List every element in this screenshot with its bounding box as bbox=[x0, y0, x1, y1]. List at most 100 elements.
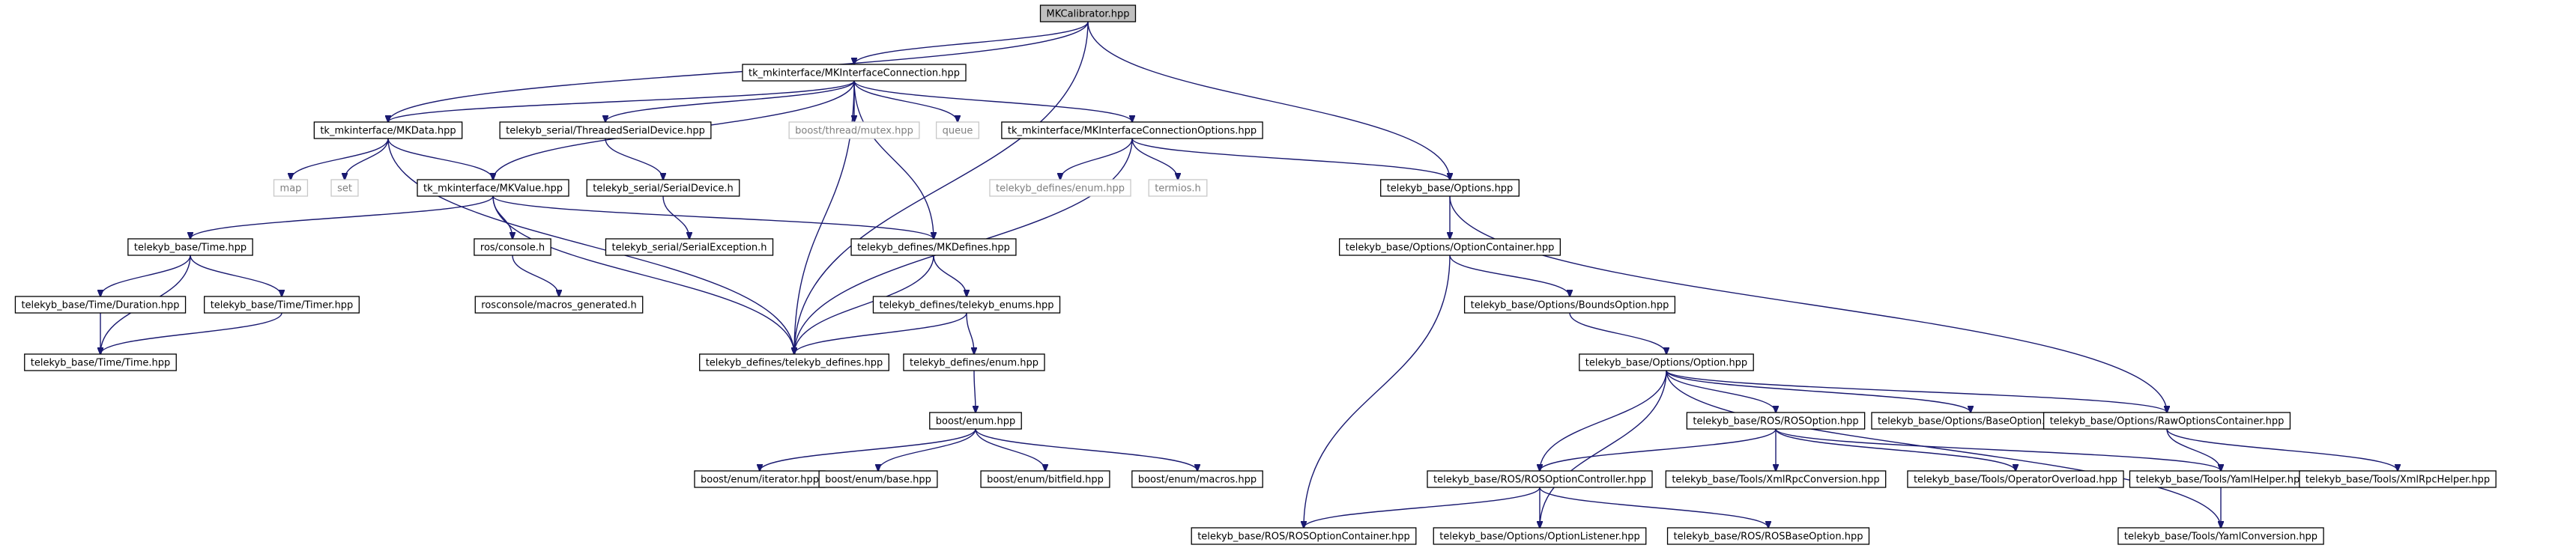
node-label: boost/enum.hpp bbox=[936, 416, 1015, 427]
node-label: telekyb_base/ROS/ROSBaseOption.hpp bbox=[1674, 532, 1863, 543]
node-telekyb-defines-enum-hpp: telekyb_defines/enum.hpp bbox=[989, 179, 1131, 197]
node-label: MKCalibrator.hpp bbox=[1047, 9, 1130, 20]
node-label: tk_mkinterface/MKValue.hpp bbox=[423, 183, 563, 195]
node-telekyb-base-ros-rosoption-hpp[interactable]: telekyb_base/ROS/ROSOption.hpp bbox=[1686, 412, 1866, 430]
node-telekyb-base-options-option-hpp[interactable]: telekyb_base/Options/Option.hpp bbox=[1579, 353, 1754, 371]
node-telekyb-defines-telekyb-defines-hpp[interactable]: telekyb_defines/telekyb_defines.hpp bbox=[699, 353, 889, 371]
node-telekyb-base-ros-rosoptioncontainer-hpp[interactable]: telekyb_base/ROS/ROSOptionContainer.hpp bbox=[1191, 527, 1417, 545]
node-box bbox=[204, 296, 360, 314]
node-label: telekyb_base/Time.hpp bbox=[134, 243, 247, 254]
node-box bbox=[989, 179, 1131, 197]
node-telekyb-base-time-duration-hpp[interactable]: telekyb_base/Time/Duration.hpp bbox=[14, 296, 187, 314]
node-box bbox=[1579, 353, 1754, 371]
node-box bbox=[1686, 412, 1866, 430]
node-boost-enum-bitfield-hpp[interactable]: boost/enum/bitfield.hpp bbox=[980, 470, 1110, 488]
edge-n9-n25 bbox=[492, 195, 794, 354]
node-label: telekyb_serial/SerialDevice.h bbox=[593, 183, 734, 195]
node-telekyb-base-options-baseoption-hpp[interactable]: telekyb_base/Options/BaseOption.hpp bbox=[1871, 412, 2070, 430]
node-box bbox=[474, 296, 644, 314]
node-label: telekyb_base/Options/Option.hpp bbox=[1585, 358, 1747, 369]
node-boost-enum-macros-hpp[interactable]: boost/enum/macros.hpp bbox=[1131, 470, 1263, 488]
edge-n2-n7 bbox=[291, 138, 389, 180]
edge-n27-n29 bbox=[1666, 370, 1776, 413]
node-label: boost/enum/macros.hpp bbox=[1138, 475, 1257, 486]
node-box bbox=[1131, 470, 1263, 488]
node-telekyb-base-time-hpp[interactable]: telekyb_base/Time.hpp bbox=[127, 238, 253, 256]
node-box bbox=[1433, 527, 1647, 545]
edge-n27-n36 bbox=[1540, 370, 1667, 471]
node-box bbox=[127, 238, 253, 256]
node-telekyb-base-options-boundsoption-hpp[interactable]: telekyb_base/Options/BoundsOption.hpp bbox=[1463, 296, 1676, 314]
node-telekyb-base-options-hpp[interactable]: telekyb_base/Options.hpp bbox=[1380, 179, 1520, 197]
node-telekyb-base-tools-xmlrpcconversion-hpp[interactable]: telekyb_base/Tools/XmlRpcConversion.hpp bbox=[1665, 470, 1887, 488]
node-tk-mkinterface-mkinterfaceconnectionoptions-hpp[interactable]: tk_mkinterface/MKInterfaceConnectionOpti… bbox=[1001, 121, 1263, 139]
edge-n31-n40 bbox=[2166, 428, 2398, 471]
node-label: queue bbox=[943, 126, 973, 137]
node-label: telekyb_base/Tools/YamlConversion.hpp bbox=[2124, 532, 2318, 543]
node-telekyb-defines-telekyb-enums-hpp[interactable]: telekyb_defines/telekyb_enums.hpp bbox=[872, 296, 1061, 314]
node-telekyb-base-ros-rosbaseoption-hpp[interactable]: telekyb_base/ROS/ROSBaseOption.hpp bbox=[1666, 527, 1870, 545]
node-telekyb-base-tools-yamlhelper-hpp[interactable]: telekyb_base/Tools/YamlHelper.hpp bbox=[2129, 470, 2313, 488]
node-box bbox=[1001, 121, 1263, 139]
node-label: telekyb_serial/SerialException.h bbox=[611, 243, 767, 254]
node-boost-enum-base-hpp[interactable]: boost/enum/base.hpp bbox=[818, 470, 938, 488]
node-label: tk_mkinterface/MKInterfaceConnection.hpp bbox=[749, 68, 960, 79]
edge-n10-n16 bbox=[662, 195, 689, 239]
node-box bbox=[2117, 527, 2324, 545]
node-label: telekyb_defines/telekyb_enums.hpp bbox=[879, 300, 1053, 311]
node-telekyb-defines-mkdefines-hpp[interactable]: telekyb_defines/MKDefines.hpp bbox=[850, 238, 1017, 256]
node-rosconsole-macros-generated-h[interactable]: rosconsole/macros_generated.h bbox=[474, 296, 644, 314]
node-telekyb-defines-enum-hpp[interactable]: telekyb_defines/enum.hpp bbox=[903, 353, 1045, 371]
node-tk-mkinterface-mkdata-hpp[interactable]: tk_mkinterface/MKData.hpp bbox=[313, 121, 463, 139]
edge-n2-n8 bbox=[345, 138, 389, 180]
node-label: boost/enum/bitfield.hpp bbox=[987, 475, 1104, 486]
node-label: telekyb_base/Tools/XmlRpcConversion.hpp bbox=[1672, 475, 1879, 486]
node-telekyb-serial-serialdevice-h[interactable]: telekyb_serial/SerialDevice.h bbox=[586, 179, 740, 197]
node-box bbox=[850, 238, 1017, 256]
node-telekyb-base-tools-yamlconversion-hpp[interactable]: telekyb_base/Tools/YamlConversion.hpp bbox=[2117, 527, 2324, 545]
edge-n1-n5 bbox=[853, 80, 958, 122]
node-box bbox=[818, 470, 938, 488]
node-box bbox=[2299, 470, 2497, 488]
node-set: set bbox=[330, 179, 359, 197]
node-label: boost/enum/iterator.hpp bbox=[701, 475, 819, 486]
node-telekyb-serial-serialexception-h[interactable]: telekyb_serial/SerialException.h bbox=[605, 238, 774, 256]
node-box bbox=[474, 238, 551, 256]
node-box bbox=[586, 179, 740, 197]
node-tk-mkinterface-mkinterfaceconnection-hpp[interactable]: tk_mkinterface/MKInterfaceConnection.hpp bbox=[742, 64, 967, 82]
node-box bbox=[929, 412, 1022, 430]
node-boost-enum-hpp[interactable]: boost/enum.hpp bbox=[929, 412, 1022, 430]
node-box bbox=[1148, 179, 1208, 197]
node-map: map bbox=[273, 179, 309, 197]
node-telekyb-base-options-optioncontainer-hpp[interactable]: telekyb_base/Options/OptionContainer.hpp bbox=[1338, 238, 1561, 256]
node-telekyb-base-ros-rosoptioncontroller-hpp[interactable]: telekyb_base/ROS/ROSOptionController.hpp bbox=[1427, 470, 1653, 488]
node-label: telekyb_base/Tools/OperatorOverload.hpp bbox=[1914, 475, 2117, 486]
node-telekyb-base-tools-xmlrpchelper-hpp[interactable]: telekyb_base/Tools/XmlRpcHelper.hpp bbox=[2299, 470, 2497, 488]
node-box bbox=[788, 121, 920, 139]
node-box bbox=[1666, 527, 1870, 545]
node-box bbox=[273, 179, 309, 197]
node-ros-console-h[interactable]: ros/console.h bbox=[474, 238, 551, 256]
edge-n28-n34 bbox=[975, 428, 1045, 471]
node-boost-enum-iterator-hpp[interactable]: boost/enum/iterator.hpp bbox=[694, 470, 826, 488]
edge-n36-n41 bbox=[1304, 487, 1541, 528]
node-telekyb-base-time-time-hpp[interactable]: telekyb_base/Time/Time.hpp bbox=[24, 353, 177, 371]
edge-n17-n25 bbox=[794, 255, 934, 354]
edge-n14-n20 bbox=[190, 255, 282, 296]
edge-n2-n9 bbox=[387, 138, 493, 180]
node-box bbox=[14, 296, 187, 314]
node-telekyb-base-tools-operatoroverload-hpp[interactable]: telekyb_base/Tools/OperatorOverload.hpp bbox=[1907, 470, 2124, 488]
node-telekyb-base-options-optionlistener-hpp[interactable]: telekyb_base/Options/OptionListener.hpp bbox=[1433, 527, 1647, 545]
node-mkcalibrator-hpp[interactable]: MKCalibrator.hpp bbox=[1039, 4, 1137, 22]
node-tk-mkinterface-mkvalue-hpp[interactable]: tk_mkinterface/MKValue.hpp bbox=[417, 179, 569, 197]
edge-n6-n13 bbox=[1131, 138, 1450, 180]
edge-n3-n10 bbox=[605, 138, 663, 180]
edge-n13-n31 bbox=[1449, 195, 2167, 413]
node-label: telekyb_base/Options.hpp bbox=[1387, 183, 1514, 195]
edge-n22-n26 bbox=[966, 312, 974, 354]
node-label: telekyb_base/Options/OptionListener.hpp bbox=[1439, 532, 1640, 543]
node-telekyb-serial-threadedserialdevice-hpp[interactable]: telekyb_serial/ThreadedSerialDevice.hpp bbox=[499, 121, 712, 139]
edge-n27-n31 bbox=[1666, 370, 2167, 413]
node-telekyb-base-time-timer-hpp[interactable]: telekyb_base/Time/Timer.hpp bbox=[204, 296, 360, 314]
node-telekyb-base-options-rawoptionscontainer-hpp[interactable]: telekyb_base/Options/RawOptionsContainer… bbox=[2043, 412, 2291, 430]
